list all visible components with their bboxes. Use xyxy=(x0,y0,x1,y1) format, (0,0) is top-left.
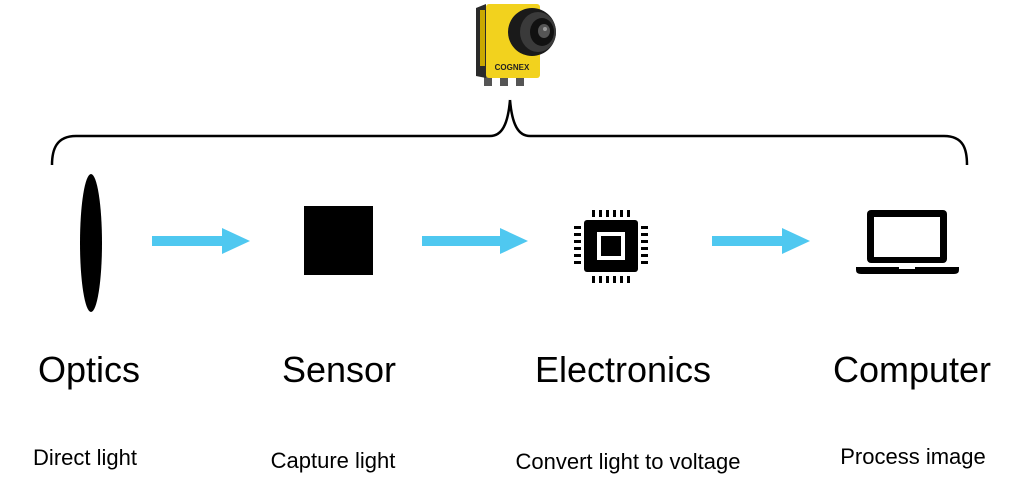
arrow-optics-to-sensor xyxy=(152,228,250,254)
chip-icon xyxy=(574,210,648,283)
stage-title-computer: Computer xyxy=(832,349,992,390)
stage-title-optics: Optics xyxy=(37,349,141,390)
lens-icon xyxy=(80,174,102,312)
camera-brand-label: COGNEX xyxy=(495,63,530,72)
stage-title-sensor: Sensor xyxy=(281,349,397,390)
stage-title-electronics: Electronics xyxy=(534,349,712,390)
smart-camera-icon: COGNEX xyxy=(476,4,556,86)
arrow-electronics-to-computer xyxy=(712,228,810,254)
stage-description-electronics: Convert light to voltage xyxy=(515,449,741,474)
stage-description-computer: Process image xyxy=(840,444,986,469)
grouping-brace xyxy=(50,99,969,166)
laptop-icon xyxy=(856,210,959,274)
arrow-sensor-to-electronics xyxy=(422,228,528,254)
stage-description-sensor: Capture light xyxy=(270,448,396,473)
stage-description-optics: Direct light xyxy=(33,445,137,470)
sensor-square-icon xyxy=(304,206,373,275)
